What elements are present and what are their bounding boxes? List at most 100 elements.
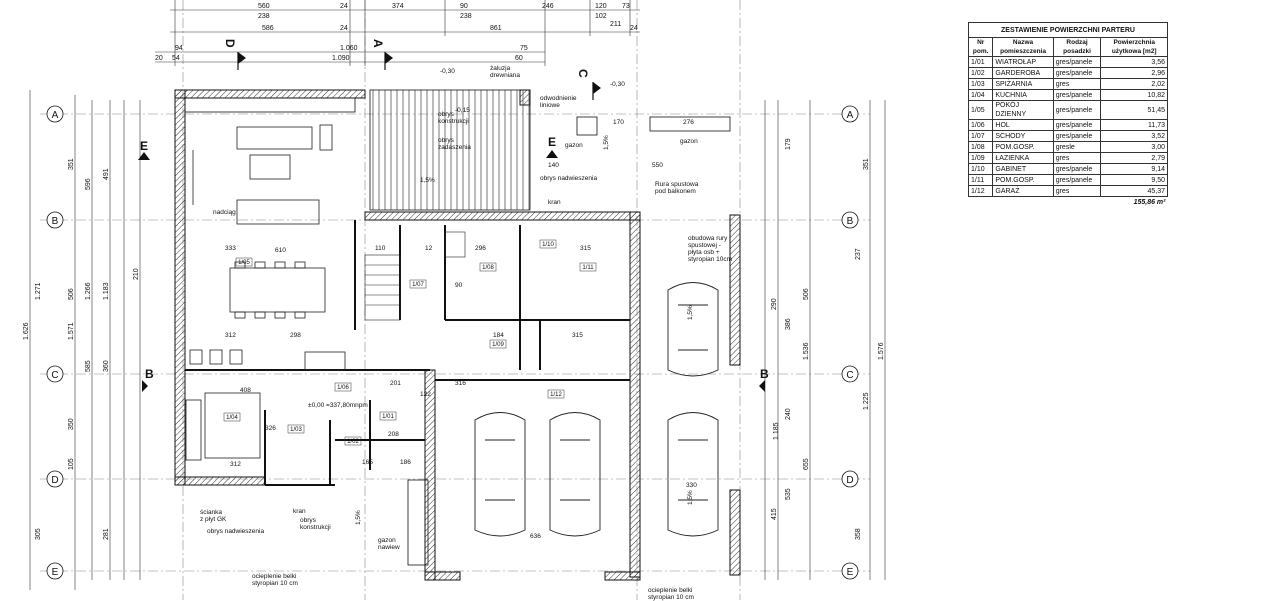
inner-dim: 315 — [572, 332, 583, 339]
right-dim: 237 — [855, 248, 862, 260]
cell: 2,02 — [1100, 78, 1168, 90]
cell: 3,56 — [1100, 56, 1168, 68]
room-label-1-06: 1/06 — [337, 385, 349, 391]
note-gazon-1: gazon — [565, 142, 583, 149]
right-dim: 1.576 — [878, 342, 885, 360]
axis-label: D — [51, 475, 58, 486]
left-dim: 1.271 — [35, 282, 42, 300]
note-obrys-nadwieszenia-top: obrys nadwieszenia — [540, 175, 597, 182]
left-dim: 105 — [68, 458, 75, 470]
planters — [407, 116, 731, 566]
cell: 1/05 — [967, 100, 994, 120]
note-slope-3: 1,5% — [687, 305, 694, 320]
left-dim: 491 — [103, 168, 110, 180]
cell: HOL — [992, 119, 1054, 131]
stairs — [364, 231, 466, 321]
room-label-1-03: 1/03 — [290, 427, 302, 433]
top-dim: 246 — [542, 3, 554, 10]
summary-header: Powierzchnia użytkowa [m2] — [1100, 37, 1168, 57]
section-mark-b-right: B — [760, 367, 769, 381]
room-label-1-12: 1/12 — [550, 392, 562, 398]
note-level-3: -0,15 — [455, 107, 470, 114]
right-dim: 655 — [803, 458, 810, 470]
inner-dim: 296 — [475, 245, 486, 252]
cell: SCHODY — [992, 130, 1054, 142]
cell: POM.GOSP. — [992, 141, 1054, 153]
cell: 2,79 — [1100, 152, 1168, 164]
cell: WIATROŁAP — [992, 56, 1054, 68]
top-dimension-lines — [155, 0, 640, 66]
inner-dim: 316 — [455, 380, 466, 387]
garage-cars — [474, 282, 719, 537]
section-mark-a: A — [371, 39, 385, 48]
right-dim: 386 — [785, 318, 792, 330]
top-dim: 94 — [175, 45, 183, 52]
inner-dim: 333 — [225, 245, 236, 252]
top-dim: 861 — [490, 25, 502, 32]
cell: gres/panele — [1052, 163, 1102, 175]
axis-label: E — [847, 567, 854, 578]
right-dim: 290 — [771, 298, 778, 310]
floor-plan-drawing: 560 24 374 90 246 120 73 238 238 102 211… — [23, 0, 886, 601]
left-dim: 1.183 — [103, 282, 110, 300]
top-dim: 102 — [595, 13, 607, 20]
axis-label: C — [846, 370, 853, 381]
note-obrys-nadwieszenia-bottom: obrys nadwieszenia — [207, 528, 264, 535]
top-dim: 73 — [622, 3, 630, 10]
top-dim: 90 — [460, 3, 468, 10]
top-dim: 211 — [610, 21, 621, 28]
left-dim: 281 — [103, 528, 110, 540]
axis-label: E — [52, 567, 59, 578]
cell: KUCHNIA — [992, 89, 1054, 101]
section-mark-c: C — [576, 69, 590, 78]
inner-dim: 208 — [388, 431, 399, 438]
inner-dim: 330 — [686, 482, 697, 489]
inner-dim: 90 — [455, 282, 463, 289]
right-dimension-lines — [764, 100, 886, 580]
note-slope-1: 1,5% — [420, 177, 435, 184]
inner-dim: 184 — [493, 332, 504, 339]
right-dim: 1.225 — [863, 392, 870, 410]
top-dim: 24 — [630, 25, 638, 32]
axis-label: B — [847, 216, 854, 227]
cell: 1/04 — [967, 89, 994, 101]
cell: 1/09 — [967, 152, 994, 164]
room-label-1-02: 1/02 — [347, 439, 359, 445]
top-dim: 374 — [392, 3, 404, 10]
note-poziom-zero: ±0,00 =337,80mnpm — [308, 402, 368, 409]
top-dim: 20 — [155, 55, 163, 62]
inner-dim: 408 — [240, 387, 251, 394]
top-dim: 75 — [520, 45, 528, 52]
cell: GABINET — [992, 163, 1054, 175]
cell: 1/01 — [967, 56, 994, 68]
cell: 1/08 — [967, 141, 994, 153]
cell: gres/panele — [1052, 67, 1102, 79]
inner-dim: 12 — [425, 245, 433, 252]
cell: POKÓJ DZIENNY — [992, 100, 1054, 120]
summary-header: Rodzaj posadzki — [1052, 37, 1102, 57]
cell: 1/11 — [967, 174, 994, 186]
cell: 1/12 — [967, 185, 994, 197]
cell: GARAŻ — [992, 185, 1054, 197]
cell: gres — [1052, 78, 1102, 90]
right-dim: 415 — [771, 508, 778, 520]
cell: 2,96 — [1100, 67, 1168, 79]
summary-title: ZESTAWIENIE POWIERZCHNI PARTERU — [968, 22, 1168, 38]
section-markers-side: E B E B — [138, 135, 769, 392]
cell: 1/07 — [967, 130, 994, 142]
